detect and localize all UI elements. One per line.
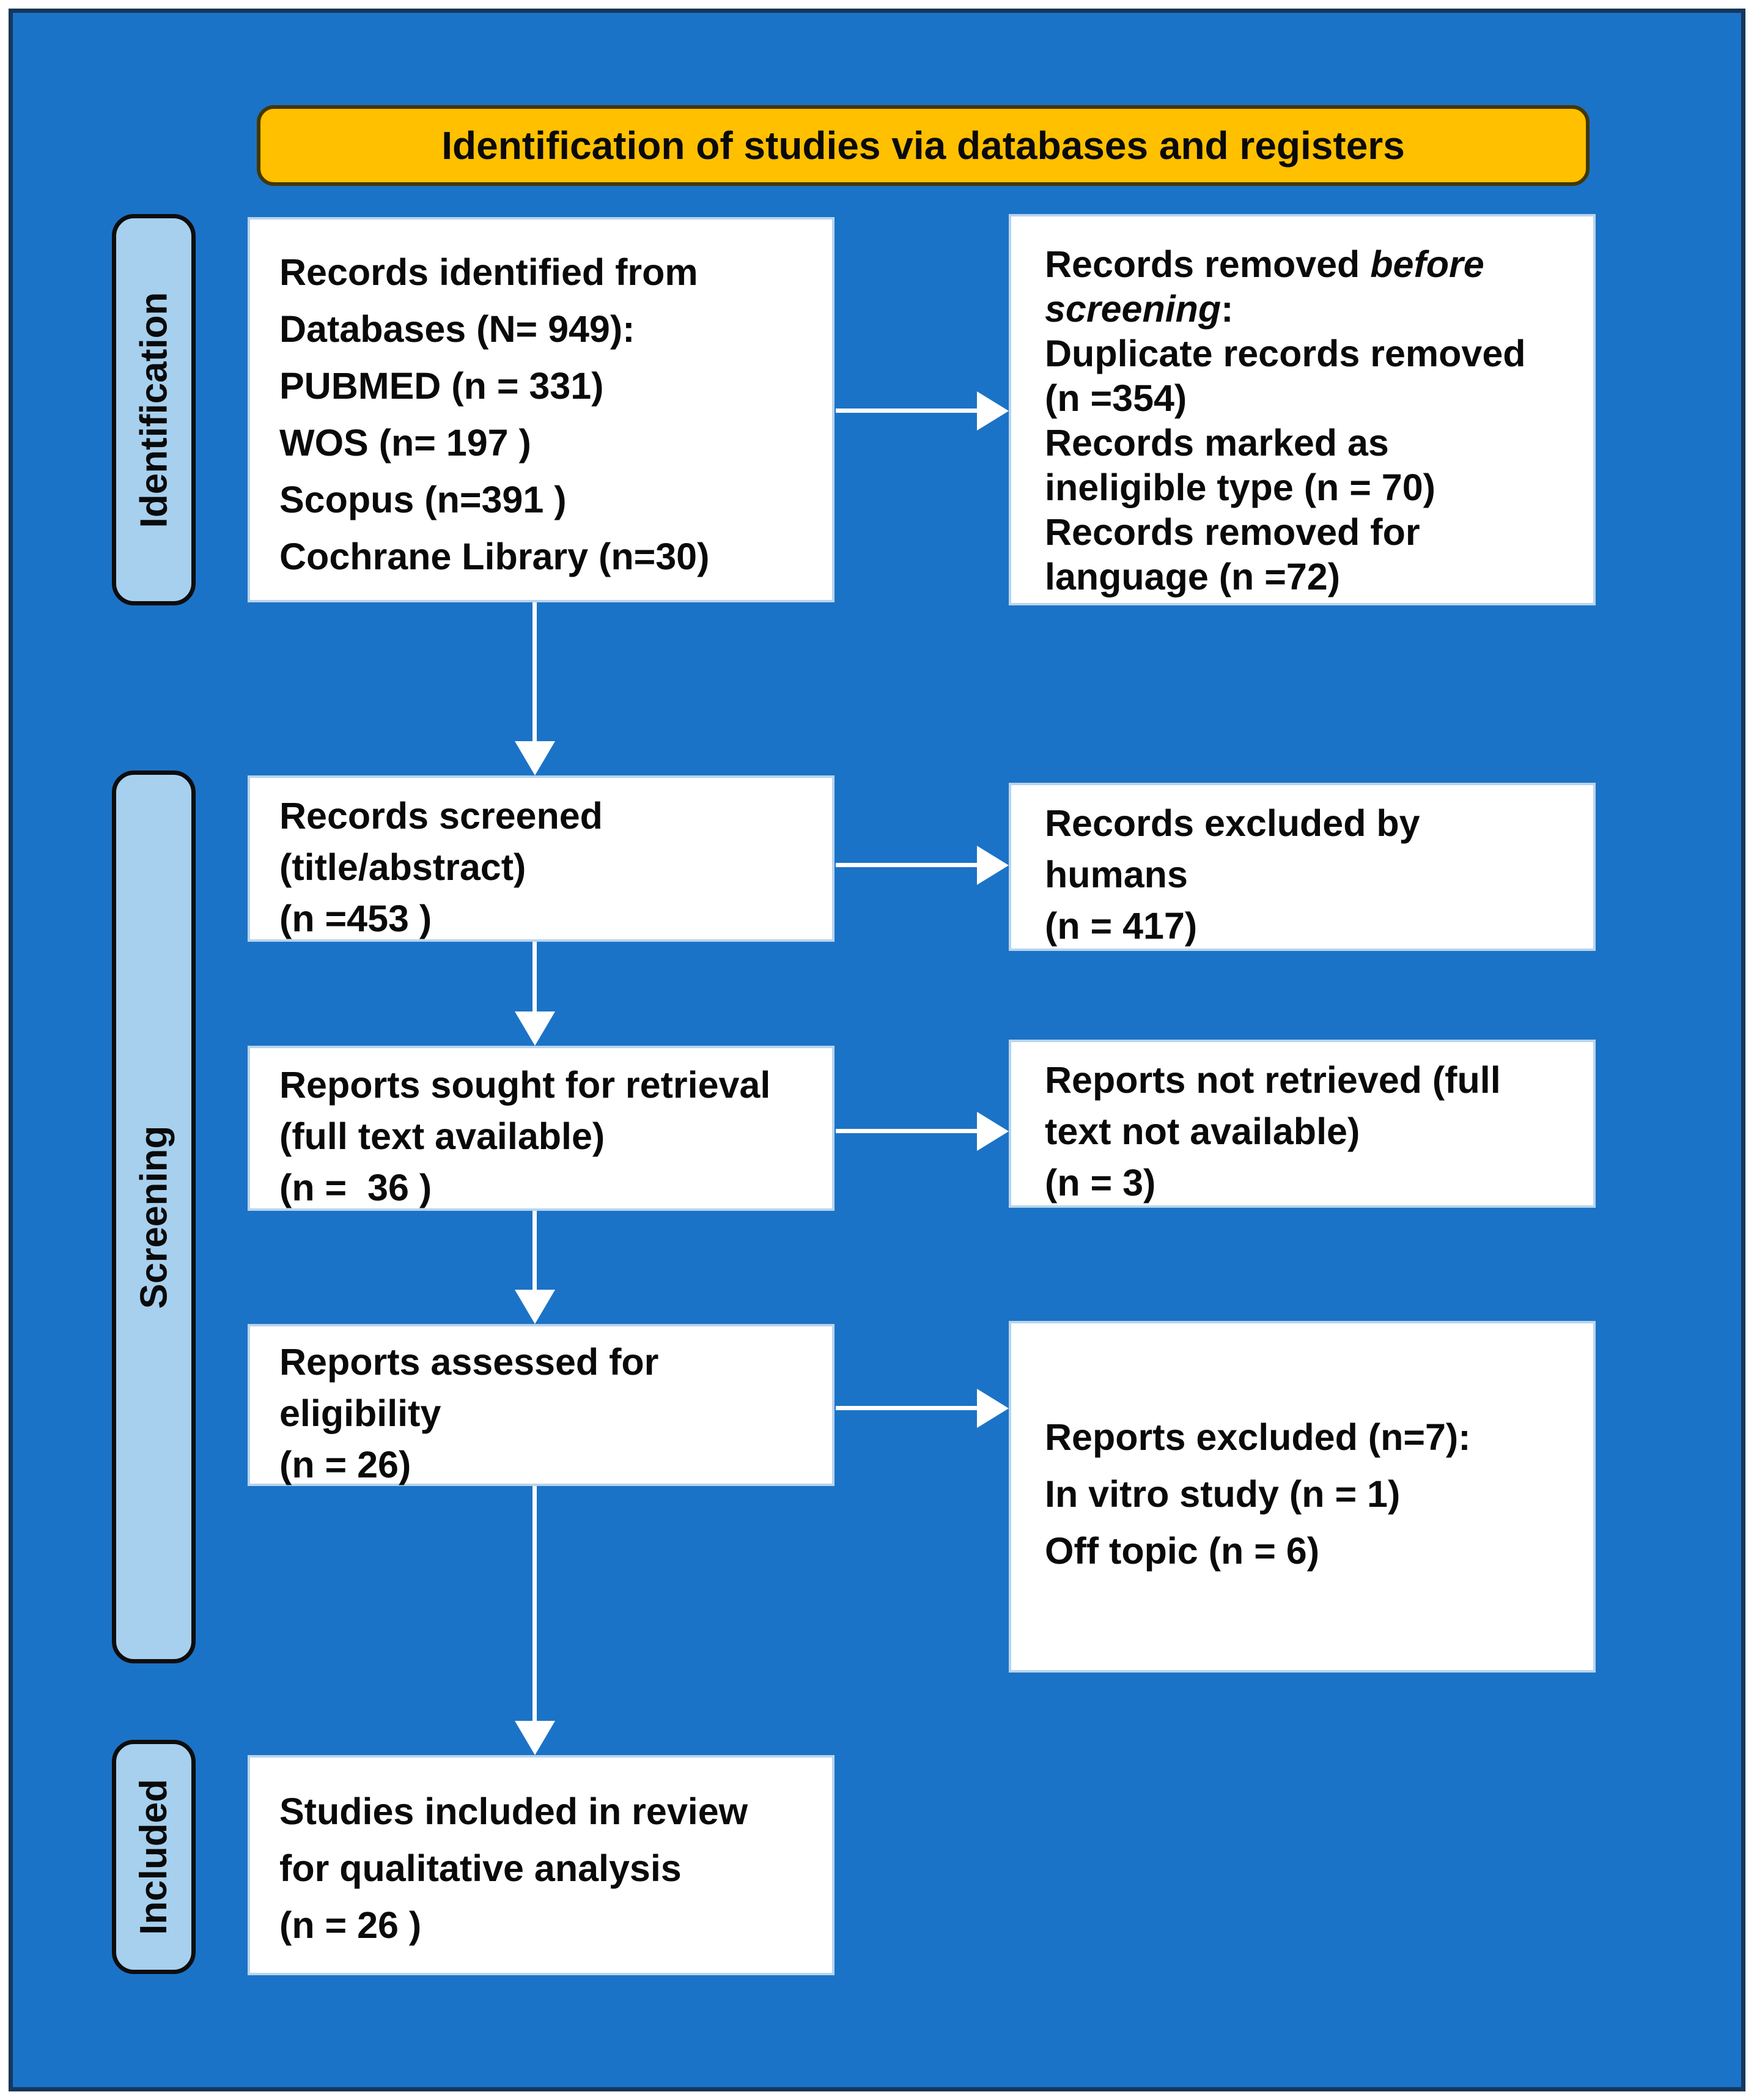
stage-screening: Screening (112, 771, 196, 1663)
box-reports-assessed: Reports assessed for eligibility (n = 26… (248, 1324, 835, 1486)
box-records-identified: Records identified from Databases (N= 94… (248, 217, 835, 602)
box-studies-included: Studies included in review for qualitati… (248, 1755, 835, 1975)
stage-included: Included (112, 1740, 196, 1974)
arrow-right-icon (836, 391, 1009, 431)
box-reports-not-retrieved: Reports not retrieved (full text not ava… (1009, 1040, 1596, 1208)
arrow-down-icon (514, 1211, 556, 1324)
title-banner-label: Identification of studies via databases … (441, 124, 1405, 168)
stage-identification: Identification (112, 214, 196, 605)
box-records-screened: Records screened (title/abstract) (n =45… (248, 775, 835, 942)
box-reports-sought: Reports sought for retrieval (full text … (248, 1046, 835, 1211)
arrow-right-icon (836, 1389, 1009, 1428)
arrow-down-icon (514, 942, 556, 1046)
box-reports-excluded: Reports excluded (n=7): In vitro study (… (1009, 1321, 1596, 1673)
arrow-right-icon (836, 1112, 1009, 1151)
arrow-down-icon (514, 1486, 556, 1755)
stage-included-label: Included (133, 1779, 175, 1935)
arrow-right-icon (836, 846, 1009, 885)
stage-identification-label: Identification (133, 292, 175, 528)
arrow-down-icon (514, 602, 556, 775)
box-records-removed-before-screening: Records removed before screening: Duplic… (1009, 214, 1596, 605)
title-banner: Identification of studies via databases … (257, 105, 1590, 186)
stage-screening-label: Screening (133, 1125, 175, 1309)
box-records-excluded-by-humans: Records excluded by humans (n = 417) (1009, 783, 1596, 951)
